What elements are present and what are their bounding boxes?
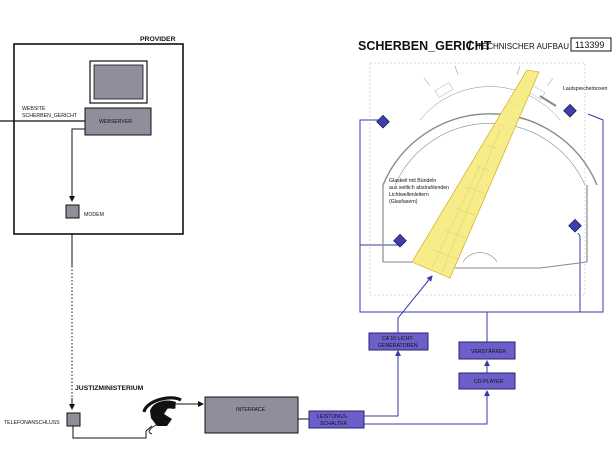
glaskeil-label-line2: aus seitlich abstrahlenden [389, 185, 449, 191]
speaker-icon [393, 233, 407, 248]
speaker-icon [563, 103, 577, 118]
provider-box: PROVIDER WEBSERVER WEBSITE SCHERBEN_GERI… [0, 36, 184, 235]
lichtgeneratoren-label-line1: CA 10 LICHT- [382, 336, 414, 342]
plan-inner-arc [394, 123, 586, 186]
lichtgeneratoren-label-line2: GENERATOREN [378, 343, 418, 349]
plan-outline [369, 62, 586, 296]
website-label-line2: SCHERBEN_GERICHT [22, 113, 78, 119]
speaker-right-upper-line [580, 113, 604, 313]
speaker-icon [376, 114, 390, 129]
header: SCHERBEN_GERICHT / TECHNISCHER AUFBAU 11… [358, 37, 612, 53]
page-title: SCHERBEN_GERICHT [358, 39, 492, 53]
plan-detail [434, 82, 454, 98]
glaskeil-label-line1: Glaskeil mit Bündeln [389, 178, 436, 184]
telefonanschluss-box [66, 412, 81, 427]
interface-box [204, 396, 299, 434]
glaskeil-label-line4: (Glasfasern) [389, 199, 418, 205]
website-label-line1: WEBSITE [22, 106, 46, 112]
telephone-icon [142, 396, 182, 435]
modem-label: MODEM [84, 212, 104, 218]
floor-plan: Lautsprecherboxen Glaskeil mit Bündeln a… [369, 62, 608, 296]
lautsprecherboxen-label: Lautsprecherboxen [563, 86, 608, 92]
leistungsschalter-label-line1: LEISTUNGS- [317, 414, 348, 420]
monitor-icon [89, 60, 148, 104]
plan-tick [423, 77, 431, 87]
plan-tick [546, 77, 554, 87]
leistungsschalter-label-line2: SCHALTER [320, 421, 348, 427]
webserver-box [84, 107, 152, 136]
id-number: 113399 [575, 40, 604, 50]
plan-inner-arc-2 [419, 86, 561, 121]
webserver-modem-link [69, 128, 85, 202]
schalter-to-cdplayer-line [364, 390, 490, 425]
id-number-box [570, 37, 612, 52]
plan-wall-segment [539, 95, 557, 107]
speaker-icon [568, 218, 582, 233]
plan-door-arc [462, 252, 498, 263]
glass-wedge [411, 69, 540, 279]
phone-to-interface-line [162, 401, 204, 409]
webserver-label: WEBSERVER [99, 119, 132, 125]
schalter-to-generator-line [364, 350, 401, 417]
modem-box [65, 204, 80, 219]
interface-label: INTERFACE [236, 407, 266, 413]
glaskeil-label-line3: Lichtwellenleitern [389, 192, 429, 198]
title-separator: / [468, 39, 472, 53]
leistungsschalter-box [308, 410, 365, 429]
page-subtitle: TECHNISCHER AUFBAU [477, 42, 569, 51]
telefon-to-phone-line [72, 425, 153, 439]
plan-tick [516, 65, 521, 76]
plan-tick [454, 65, 459, 76]
plan-outer-arc [382, 113, 598, 186]
cd-player-label: CD-PLAYER [474, 379, 504, 385]
provider-title: PROVIDER [140, 36, 176, 43]
telefonanschluss-label: TELEFONANSCHLUSS [4, 420, 60, 426]
verstaerker-label: VERSTÄRKER [471, 348, 506, 355]
ministry-title: JUSTIZMINISTERIUM [75, 385, 144, 392]
generator-to-wedge-line [397, 275, 433, 333]
verstaerker-right-line [486, 232, 581, 342]
